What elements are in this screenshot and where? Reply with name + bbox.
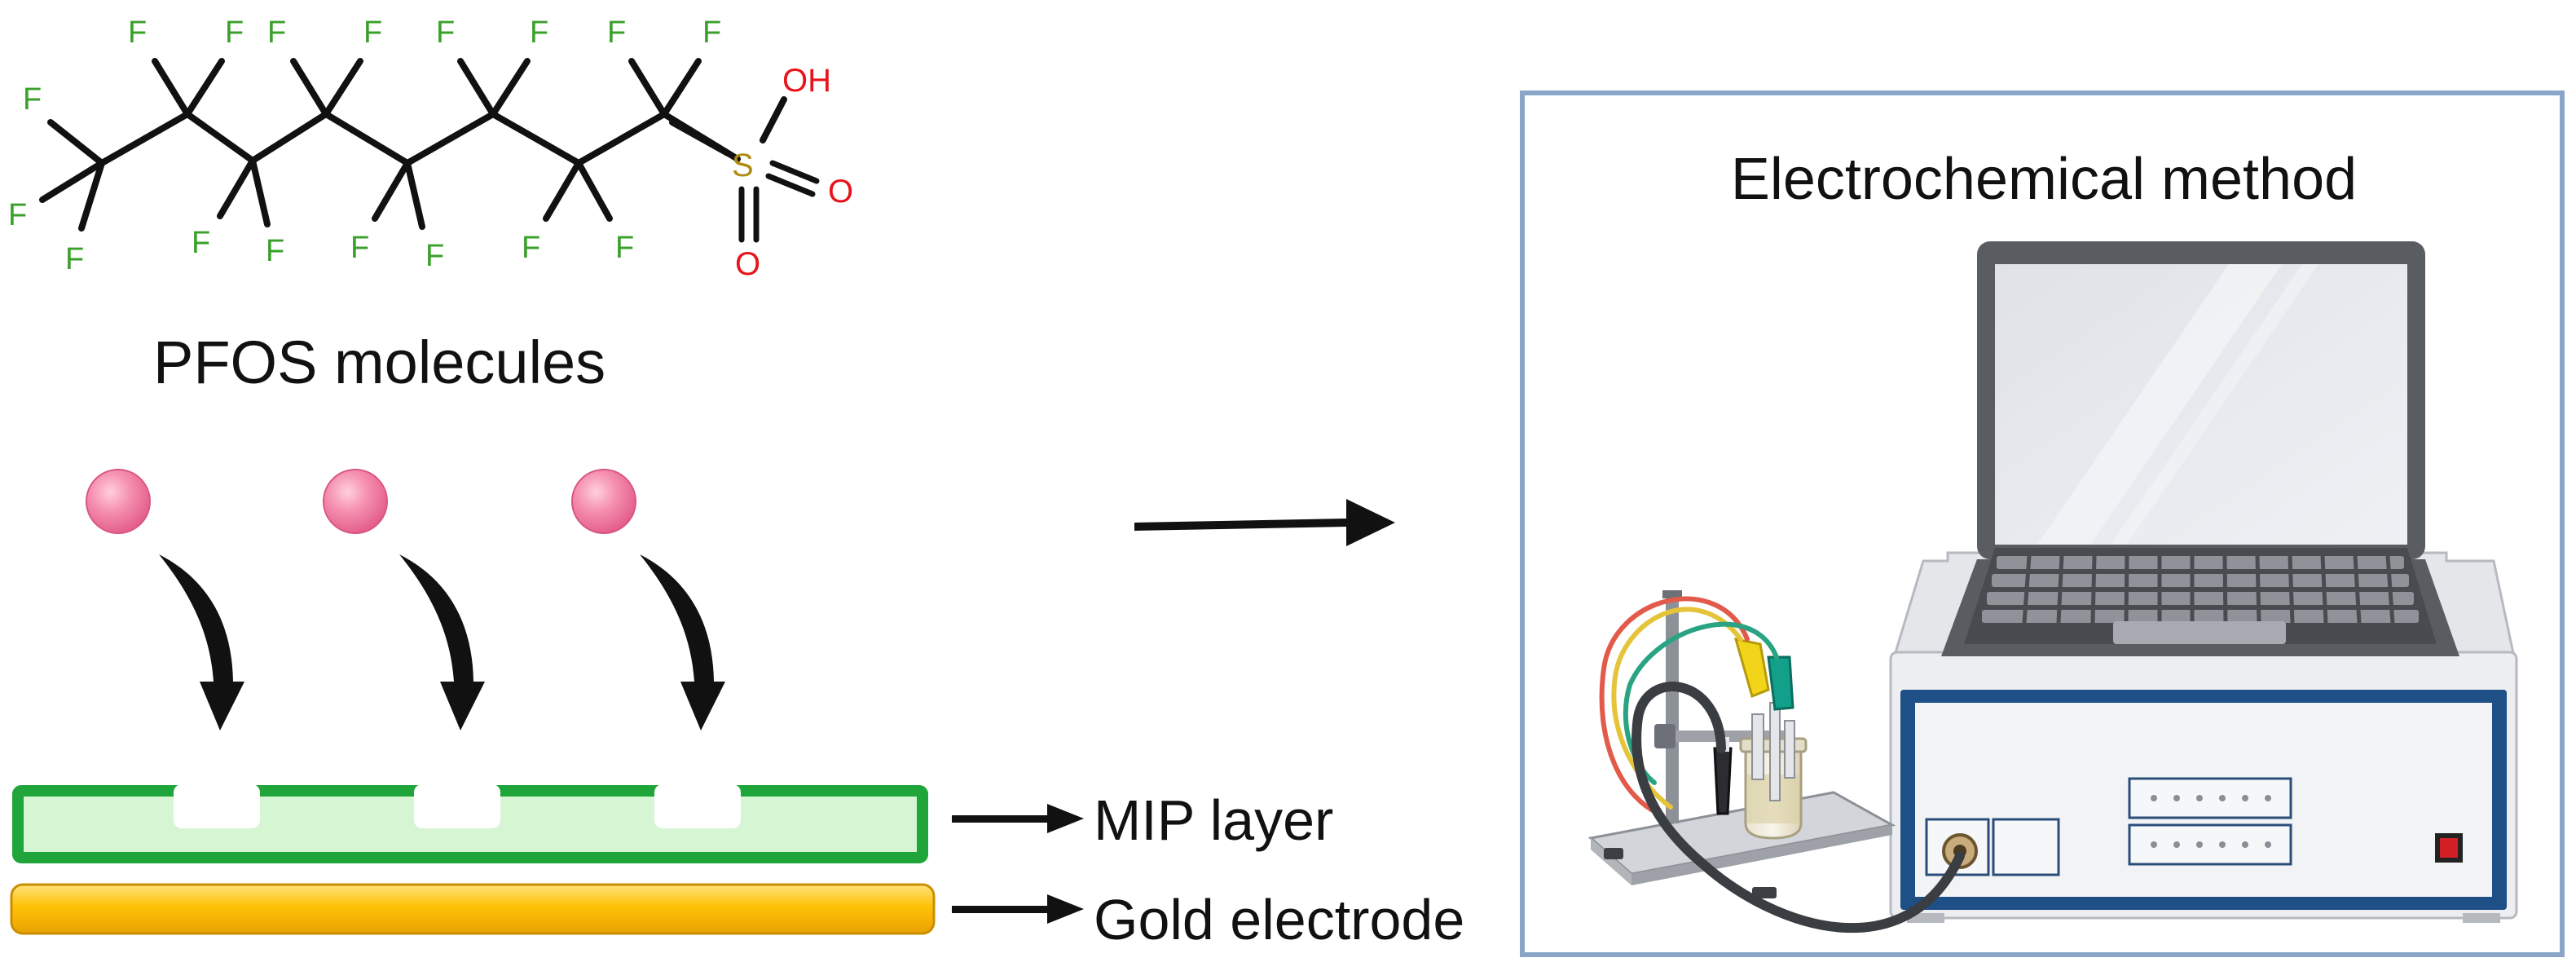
trackpad [2113,621,2286,644]
pfos-structure: F F F F F F F F F F F F F F F F F S OH O [8,15,853,282]
curved-arrow-icon [159,554,244,730]
carbon-backbone [39,58,741,232]
electrochemical-cell-icon [1587,590,1965,933]
pfos-spheres [86,469,636,534]
oxygen-atom: O [828,174,853,210]
fluorine-atom: F [267,15,286,50]
mip-layer [12,784,928,863]
fluorine-atom: F [615,231,634,265]
hydroxyl-group: OH [782,63,831,99]
binding-arrows [159,554,725,730]
fluorine-atoms: F F F F F F F F F F F F F F F F F [8,15,721,276]
electrode [1751,713,1764,780]
curved-arrow-icon [399,554,485,730]
fluorine-atom: F [436,15,455,50]
connector-panel [1992,818,2060,876]
mip-layer-label: MIP layer [1094,788,1333,852]
pink-sphere-icon [323,469,388,534]
pink-sphere-icon [86,469,151,534]
black-cable [1631,682,1965,933]
imprinted-cavity [174,784,260,828]
oxygen-atom: O [735,246,760,282]
imprinted-cavity [654,784,741,828]
fluorine-atom: F [702,15,721,50]
stand-rod [1666,594,1679,823]
fluorine-atom: F [225,15,244,50]
red-cable [1599,596,1750,818]
gold-electrode-label: Gold electrode [1094,888,1464,951]
gold-electrode [10,883,936,935]
electrode [1784,720,1795,779]
fluorine-atom: F [65,242,84,276]
fluorine-atom: F [363,15,382,50]
potentiostat-icon [1888,551,2518,923]
fluorine-atom: F [23,82,42,117]
instrument-title: Electrochemical method [1731,147,2357,212]
fluorine-atom: F [607,15,626,50]
fluorine-atom: F [350,231,369,265]
curved-arrow-icon [640,554,725,730]
display-slot [2128,777,2292,866]
fluorine-atom: F [128,15,147,50]
imprinted-cavity [414,784,500,828]
fluorine-atom: F [522,231,540,265]
fluorine-atom: F [192,226,210,260]
label-arrows [952,804,1084,924]
yellow-clip [1733,638,1770,699]
sulfonic-acid-group: S OH O O [669,63,853,282]
laptop-icon [1941,241,2459,656]
molecule-caption: PFOS molecules [153,329,605,396]
green-clip [1767,655,1794,711]
process-arrow [1134,499,1395,546]
electrode [1769,702,1781,801]
sulfur-atom: S [732,148,754,183]
black-clip [1713,747,1733,815]
fluorine-atom: F [530,15,548,50]
pink-sphere-icon [571,469,636,534]
fluorine-atom: F [266,234,284,268]
fluorine-atom: F [425,239,444,273]
fluorine-atom: F [8,198,27,232]
